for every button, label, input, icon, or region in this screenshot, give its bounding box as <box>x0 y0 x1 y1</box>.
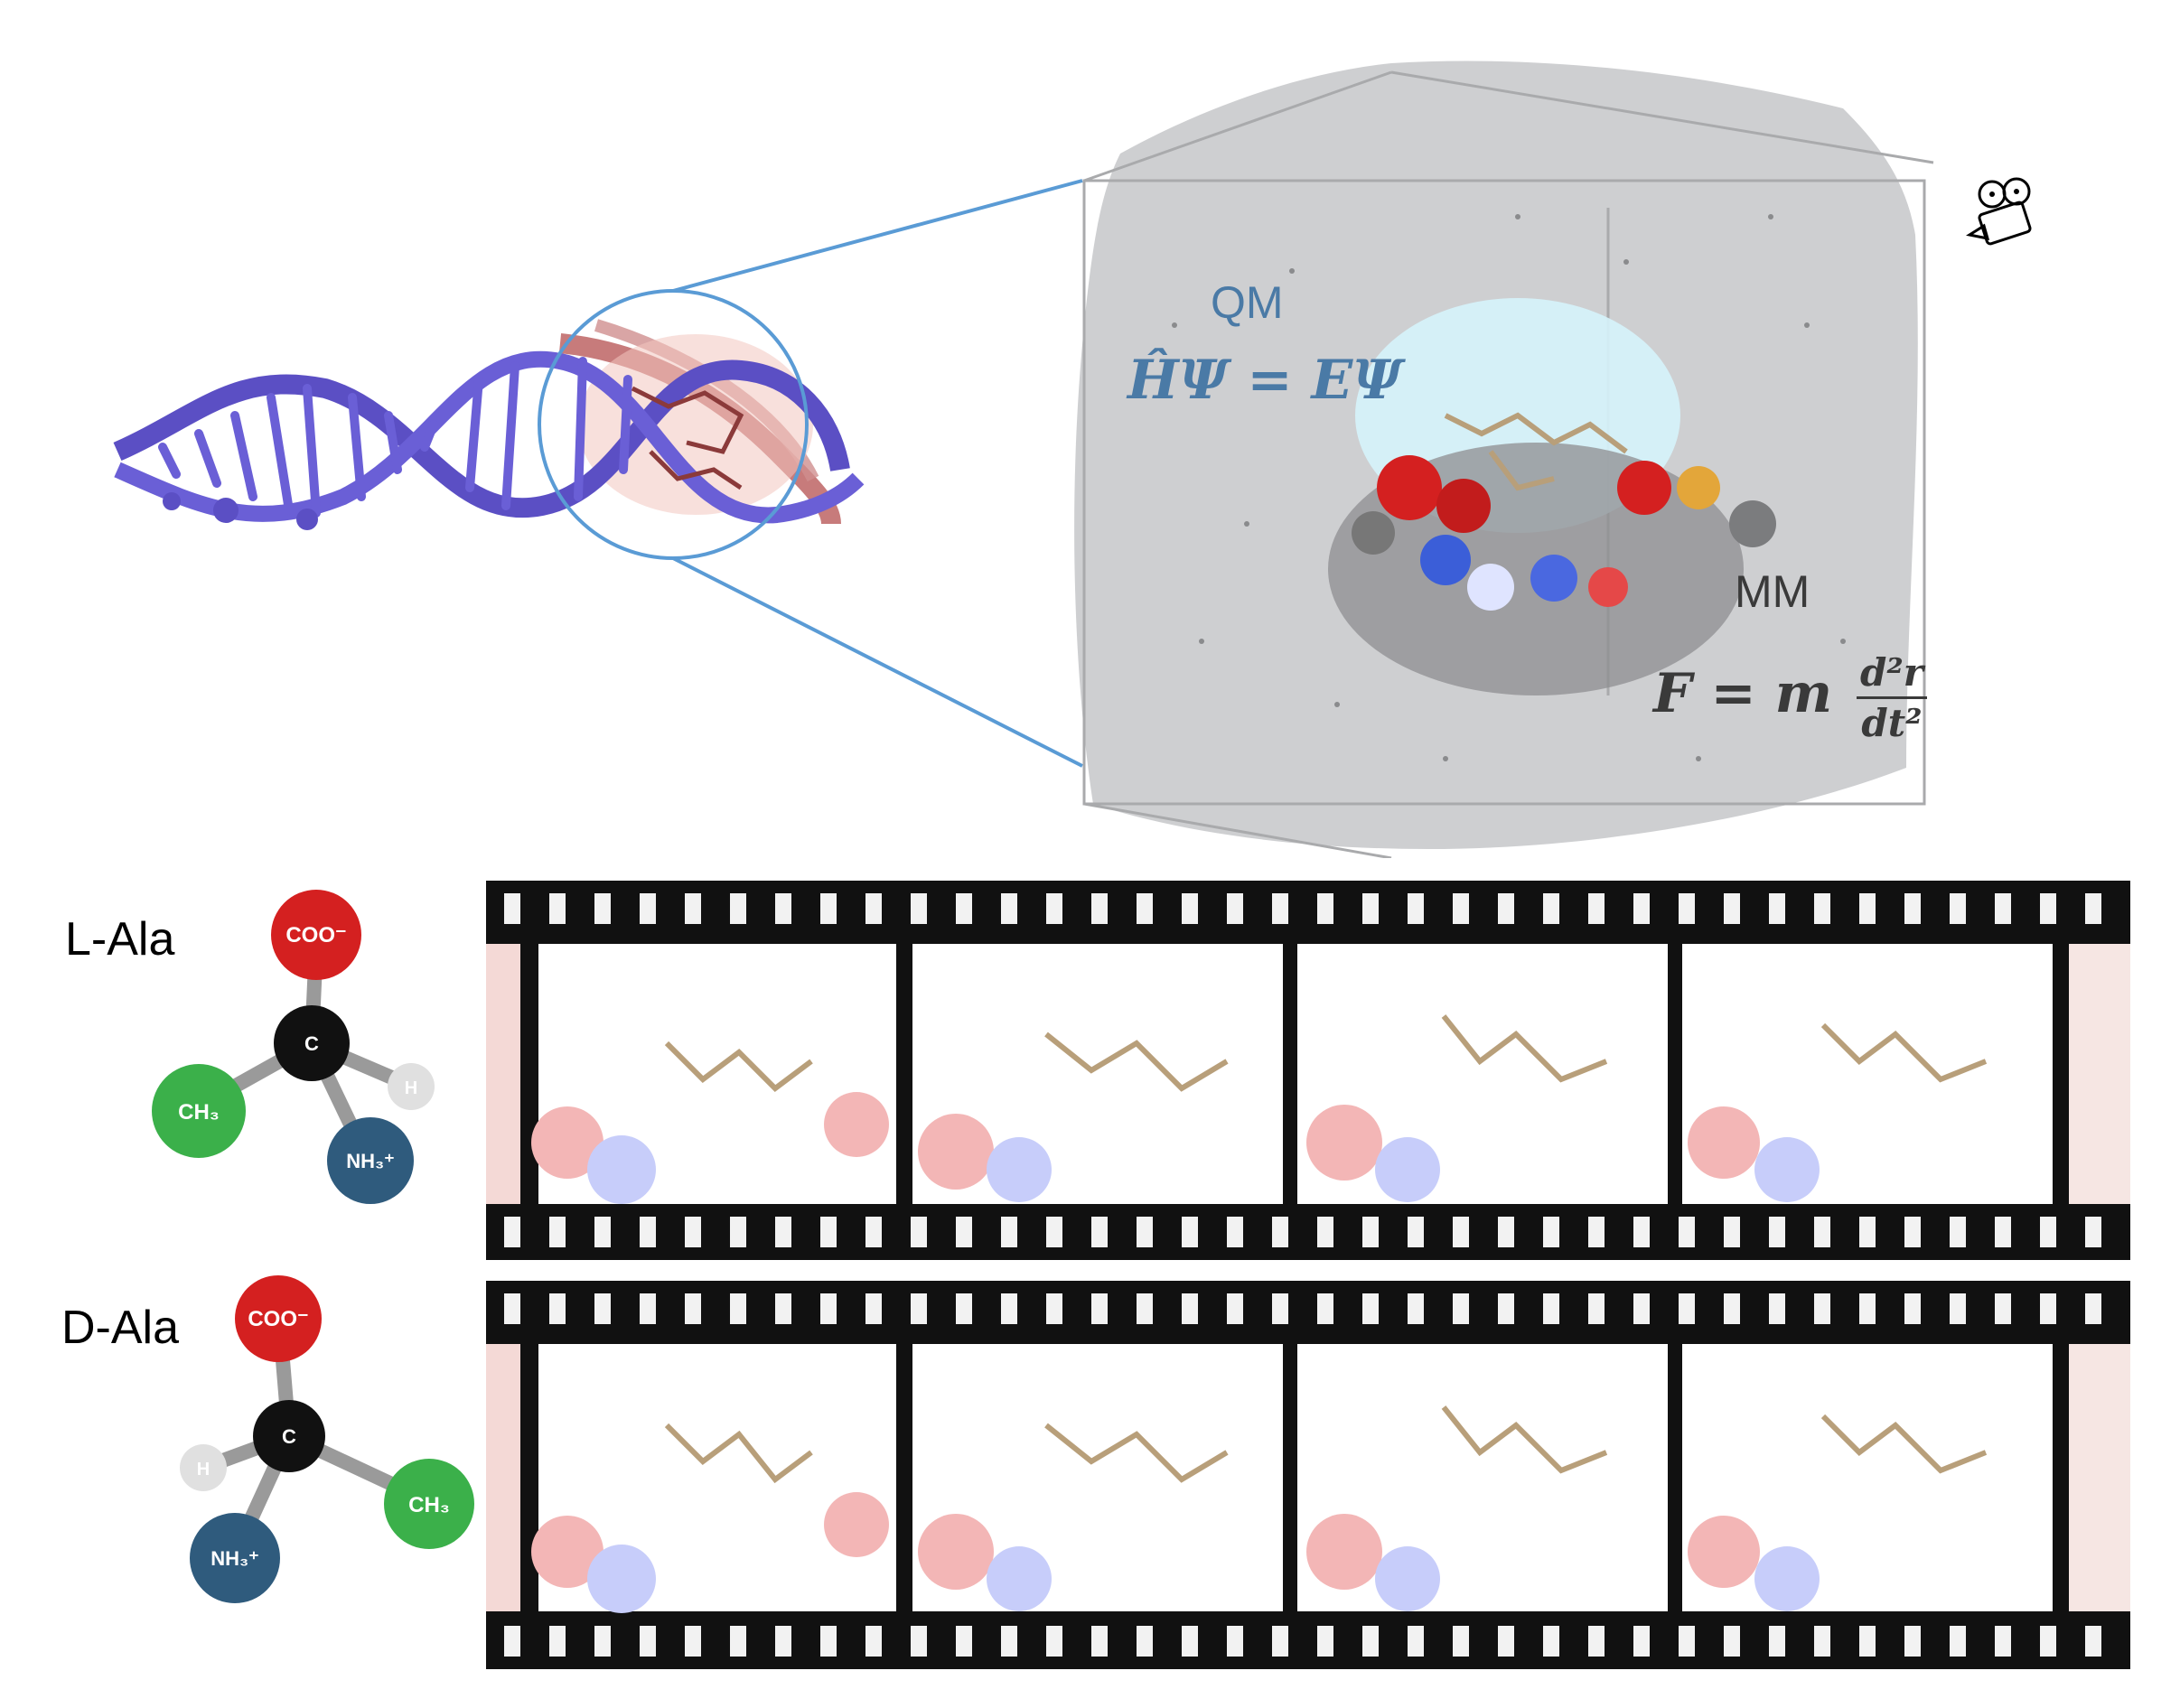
rna-strand-1 <box>113 359 850 518</box>
film-frames <box>486 1344 2130 1611</box>
newton-fraction: d²r dt² <box>1857 650 1927 745</box>
film-perforations-bottom <box>504 1217 2101 1247</box>
newton-equation: F = m d²r dt² <box>1653 650 1927 745</box>
mm-label: MM <box>1735 566 1810 617</box>
l-ala-carbon-atom <box>274 1005 350 1081</box>
movie-camera-icon <box>1966 177 2032 246</box>
newton-denominator: dt² <box>1861 701 1923 745</box>
film-perforations-bottom <box>504 1626 2101 1657</box>
rna-helix-illustration <box>113 319 865 530</box>
d-ala-molecule: COO⁻ C H CH₃ NH₃⁺ <box>180 1275 474 1603</box>
l-ala-h-text: H <box>405 1078 417 1098</box>
l-ala-ch3-atom <box>152 1064 246 1158</box>
d-ala-ch3-atom <box>384 1459 474 1549</box>
d-ala-c-text: C <box>282 1425 296 1448</box>
d-ala-ch3-text: CH₃ <box>408 1493 450 1517</box>
row-label-d-ala: D-Ala <box>61 1302 180 1354</box>
row-label-l-ala: L-Ala <box>65 913 175 966</box>
film-strip-l-ala <box>486 881 2130 1260</box>
l-ala-nh3-atom <box>327 1117 414 1204</box>
l-ala-molecule: COO⁻ C CH₃ H NH₃⁺ <box>152 890 435 1204</box>
film-perforations-top <box>504 1293 2101 1324</box>
d-ala-coo-atom <box>235 1275 322 1362</box>
l-ala-coo-text: COO⁻ <box>285 923 346 947</box>
biomolecule-spheres <box>1328 443 1776 695</box>
d-ala-h-text: H <box>197 1460 210 1479</box>
l-ala-coo-atom <box>271 890 361 980</box>
l-ala-c-text: C <box>304 1032 319 1055</box>
zoom-circle <box>538 289 809 560</box>
film-frames <box>486 944 2130 1204</box>
solvent-box <box>1074 61 1934 858</box>
qm-label: QM <box>1211 277 1284 328</box>
zoom-overlay <box>538 179 1083 768</box>
d-ala-coo-text: COO⁻ <box>248 1307 308 1331</box>
film-perforations-top <box>504 893 2101 924</box>
newton-lhs: F = m <box>1653 662 1833 725</box>
rna-strand-2 <box>114 350 865 524</box>
l-ala-h-atom <box>388 1063 435 1110</box>
film-strip-d-ala <box>486 1281 2130 1669</box>
zoom-line-bottom <box>672 556 1083 768</box>
l-ala-nh3-text: NH₃⁺ <box>346 1150 395 1172</box>
zoom-line-top <box>672 179 1083 293</box>
d-ala-nh3-atom <box>190 1513 280 1603</box>
l-ala-ch3-text: CH₃ <box>178 1100 220 1125</box>
schrodinger-equation: ĤΨ = EΨ <box>1127 349 1403 412</box>
d-ala-carbon-atom <box>253 1400 325 1472</box>
newton-numerator: d²r <box>1857 650 1927 699</box>
d-ala-nh3-text: NH₃⁺ <box>211 1547 259 1570</box>
d-ala-h-atom <box>180 1444 227 1491</box>
